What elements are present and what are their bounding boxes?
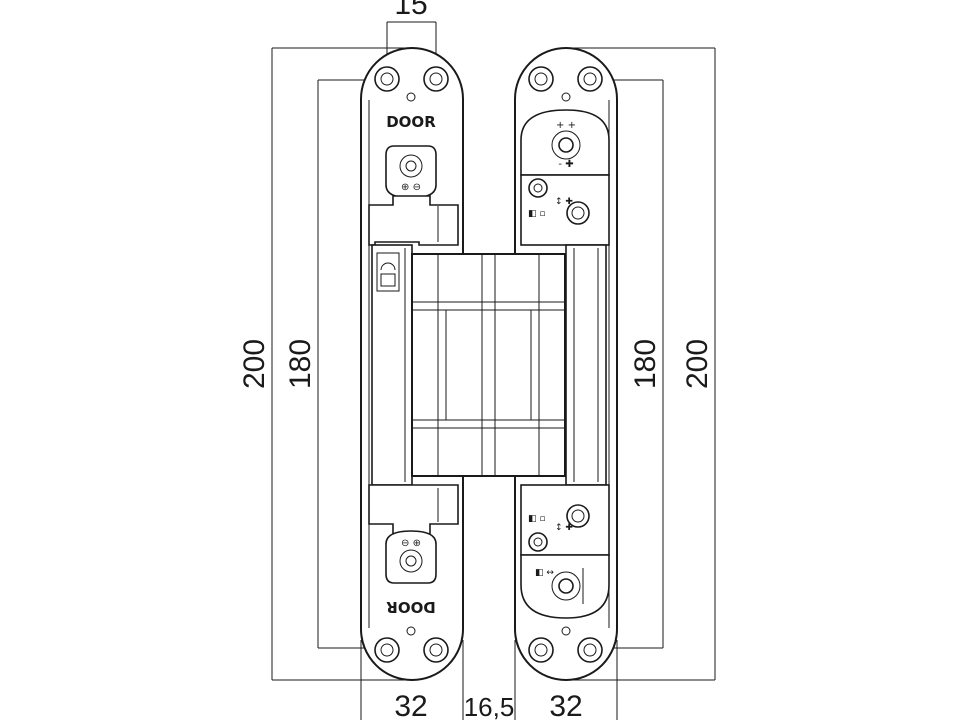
svg-text:⊕ ⊖: ⊕ ⊖ <box>401 182 421 193</box>
svg-text:- ✚: - ✚ <box>558 159 573 170</box>
svg-text:↕ ✚: ↕ ✚ <box>555 197 573 207</box>
left-top-adjust-slot: ⊕ ⊖ <box>385 145 437 199</box>
dim-leaf-width-right: 32 <box>549 690 582 720</box>
hinge-pivot-body <box>411 253 566 477</box>
dim-gap-width: 16,5 <box>464 692 515 720</box>
door-label-bottom: DOOR <box>386 598 436 616</box>
dim-fixing-length-left: 180 <box>284 339 317 389</box>
svg-text:↕ ✚: ↕ ✚ <box>555 523 573 533</box>
svg-text:◧ ▫: ◧ ▫ <box>528 209 545 219</box>
dim-top-hole-spacing: 15 <box>394 0 427 21</box>
svg-text:⊖ ⊕: ⊖ ⊕ <box>401 538 421 549</box>
dim-fixing-length-right: 180 <box>629 339 662 389</box>
left-lock-icon <box>376 252 400 292</box>
dim-leaf-width-left: 32 <box>394 690 427 720</box>
right-top-screw-holes <box>528 66 603 102</box>
right-bottom-adjust-block: ◧ ▫ ↕ ✚ ◧ ↔ <box>520 484 610 619</box>
dimension-labels: 15 200 180 180 200 32 16,5 32 <box>238 0 714 720</box>
dim-overall-length-right: 200 <box>681 339 714 389</box>
dim-overall-length-left: 200 <box>238 339 271 389</box>
right-hinge-leaf: + + - ✚ ↕ ✚ ◧ ▫ ◧ ▫ ↕ ✚ ◧ ↔ <box>514 47 618 681</box>
left-top-screw-holes <box>374 66 449 102</box>
svg-text:◧ ↔: ◧ ↔ <box>535 568 554 578</box>
left-bottom-adjust-slot: ⊖ ⊕ <box>385 530 437 584</box>
right-top-adjust-block: + + - ✚ ↕ ✚ ◧ ▫ <box>520 109 610 246</box>
left-bottom-screw-holes <box>374 626 449 663</box>
svg-text:+ +: + + <box>556 120 576 131</box>
door-label-top: DOOR <box>386 113 436 131</box>
svg-text:◧ ▫: ◧ ▫ <box>528 514 545 524</box>
right-bottom-screw-holes <box>528 626 603 663</box>
